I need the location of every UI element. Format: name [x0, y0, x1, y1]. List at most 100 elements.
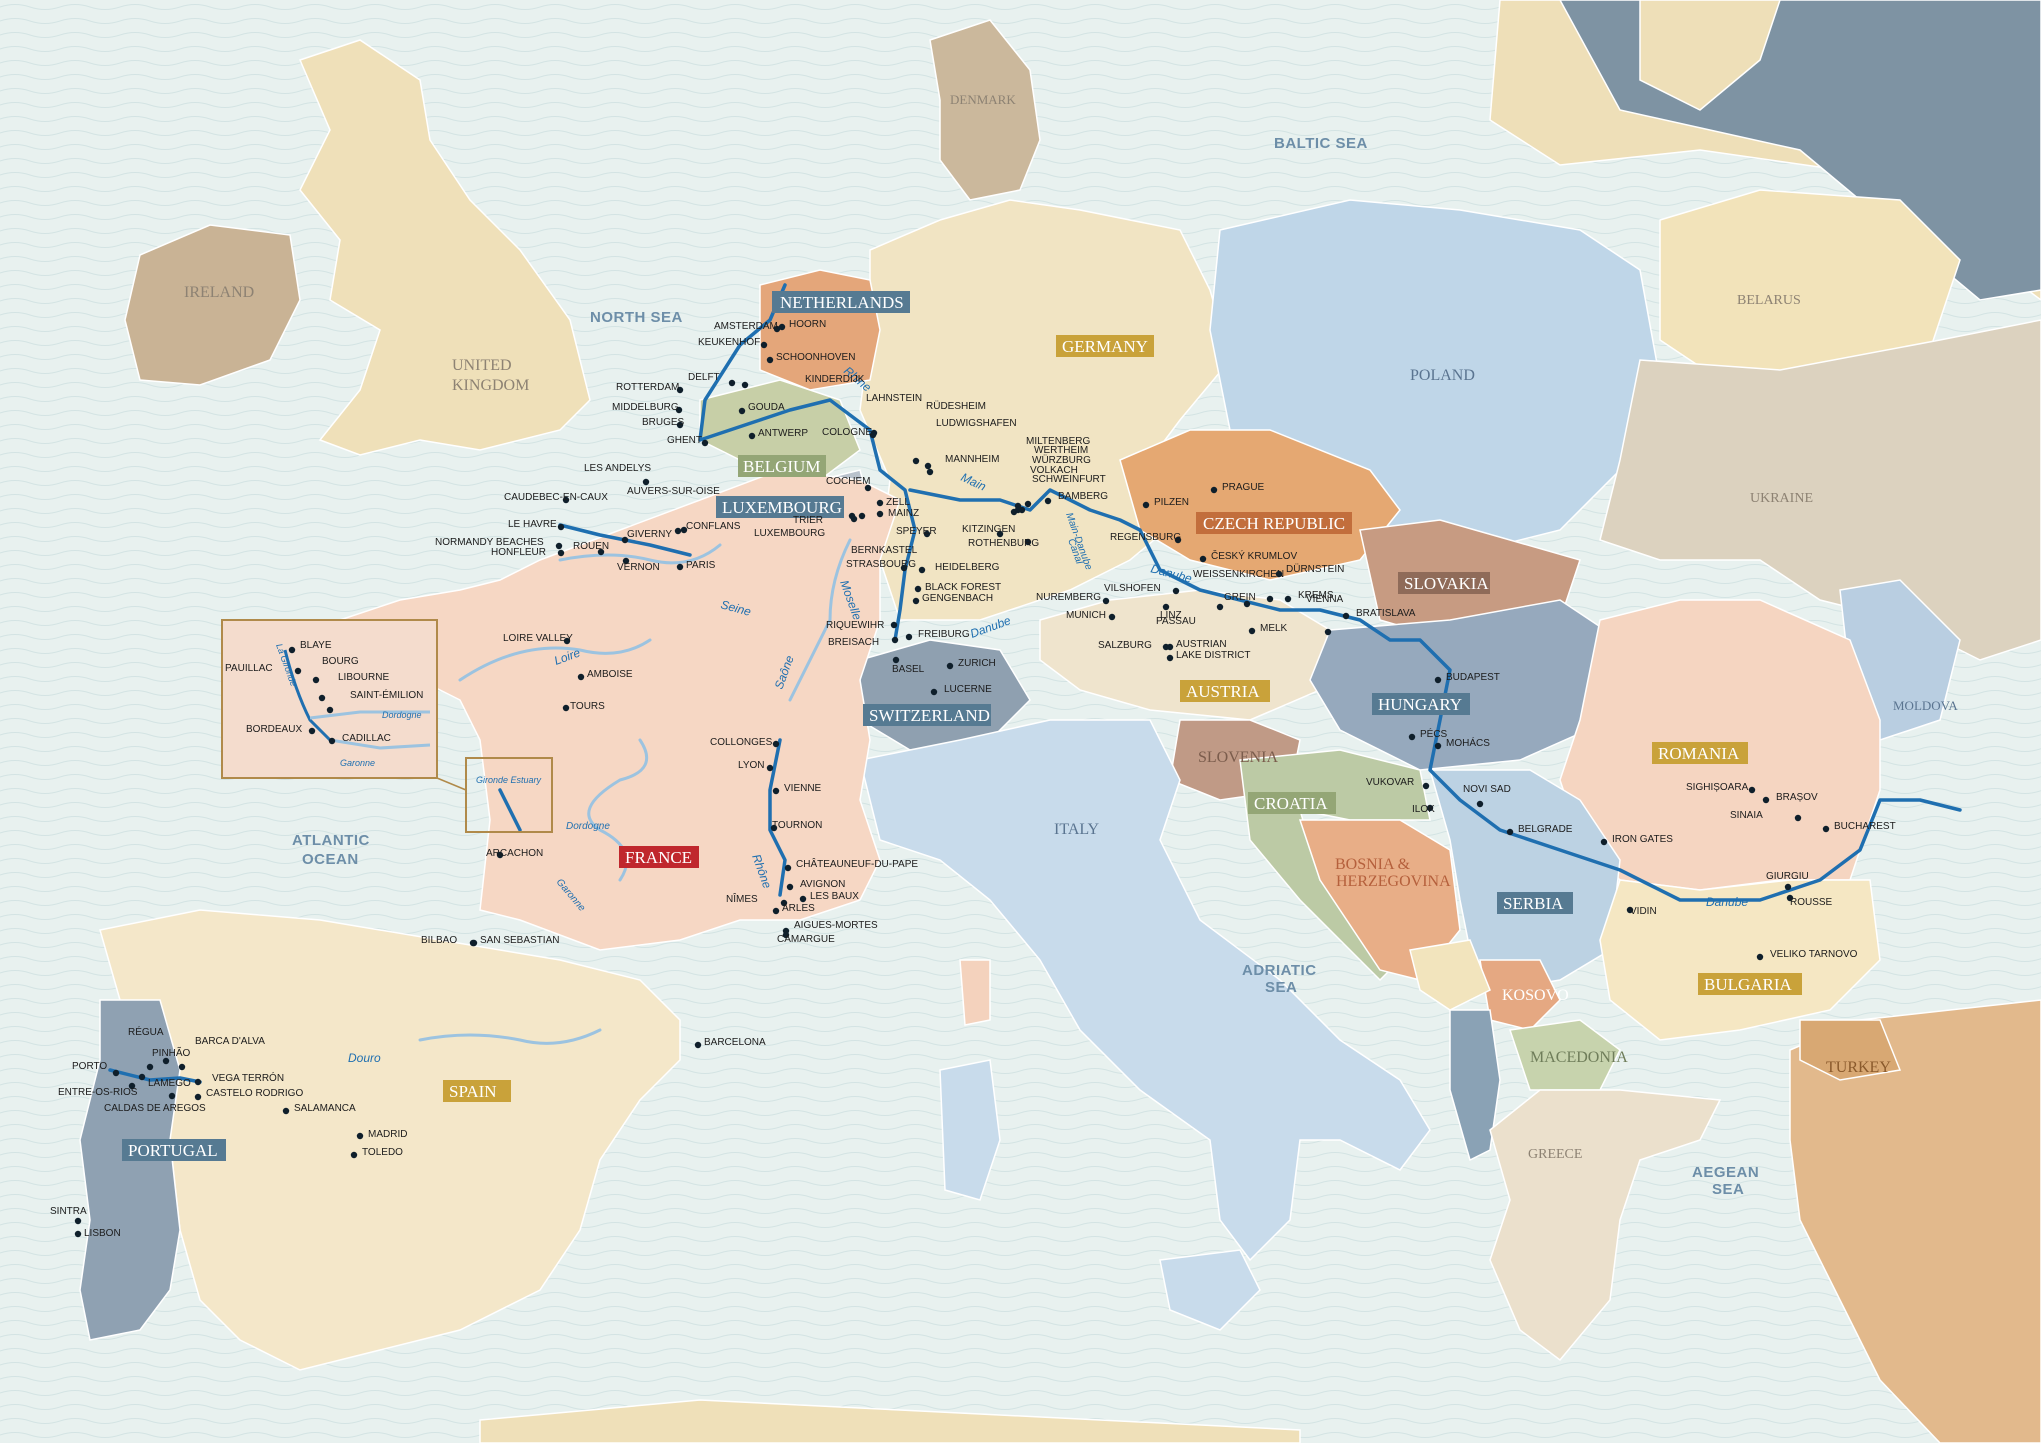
city-dot — [900, 564, 908, 572]
city-label: CAMARGUE — [777, 934, 835, 945]
city-dot — [799, 895, 807, 903]
city-dot — [876, 499, 884, 507]
city-label: RÜDESHEIM — [926, 400, 986, 412]
country-croatia: CROATIA — [1254, 794, 1328, 813]
city-dot — [694, 1041, 702, 1049]
city-dot — [1248, 627, 1256, 635]
city-dot — [1166, 643, 1174, 651]
city-label: ILOK — [1412, 804, 1435, 815]
city-label: MOHÁCS — [1446, 736, 1490, 749]
city-dot — [469, 939, 477, 947]
river-dordogne: Dordogne — [566, 821, 610, 832]
plain-country-labels: IRELAND UNITED KINGDOM DENMARK POLAND BE… — [184, 92, 1958, 1162]
region-serbia — [1429, 769, 1621, 991]
city-label: ANTWERP — [758, 428, 808, 439]
city-dot — [1216, 603, 1224, 611]
city-label: LIBOURNE — [338, 672, 389, 683]
city-dot — [74, 1217, 82, 1225]
city-label: MIDDELBURG — [612, 402, 679, 413]
city-dot — [194, 1093, 202, 1101]
city-label: HONFLEUR — [491, 547, 546, 558]
region-albania — [1449, 1009, 1501, 1162]
city-label: BRUGES — [642, 417, 685, 428]
city-dot — [1426, 804, 1434, 812]
city-label: COCHEM — [826, 476, 870, 487]
city-dot — [782, 931, 790, 939]
country-uk-2: KINGDOM — [452, 377, 529, 394]
city-dot — [778, 323, 786, 331]
city-label: SPEYER — [896, 526, 937, 537]
city-dot — [1142, 501, 1150, 509]
city-dot — [772, 740, 780, 748]
city-label: ARCACHON — [486, 848, 543, 859]
city-dot — [162, 1057, 170, 1065]
city-label: WÜRZBURG — [1032, 454, 1091, 466]
country-greece: GREECE — [1528, 1147, 1582, 1162]
river-gironde-estuary: Gironde Estuary — [476, 775, 542, 785]
city-dot — [772, 787, 780, 795]
city-dot — [1342, 612, 1350, 620]
city-dot — [1434, 676, 1442, 684]
city-dot — [562, 496, 570, 504]
city-label: LAMEGO — [148, 1078, 191, 1089]
city-label: LUXEMBOURG — [754, 528, 825, 539]
country-macedonia: MACEDONIA — [1530, 1049, 1628, 1066]
city-dot — [1102, 597, 1110, 605]
city-dot — [784, 864, 792, 872]
city-label: SINTRA — [50, 1206, 87, 1217]
sea-aegean-2: SEA — [1712, 1181, 1744, 1198]
city-label: PILZEN — [1154, 497, 1189, 508]
region-portugal — [79, 999, 181, 1341]
country-slovenia: SLOVENIA — [1198, 749, 1278, 766]
river-douro: Douro — [348, 1051, 381, 1065]
city-label: GIVERNY — [627, 529, 672, 540]
city-label: ROTHENBURG — [968, 538, 1039, 549]
city-dot — [1794, 814, 1802, 822]
city-dot — [308, 727, 316, 735]
city-label: WEISSENKIRCHEN — [1193, 569, 1284, 580]
city-label: BRAȘOV — [1776, 792, 1818, 803]
country-romania: ROMANIA — [1658, 744, 1740, 763]
city-dot — [1199, 555, 1207, 563]
region-denmark — [929, 19, 1041, 201]
city-label: AMSTERDAM — [714, 321, 778, 332]
city-label: AUSTRIAN — [1176, 639, 1227, 650]
city-label: VELIKO TARNOVO — [1770, 949, 1858, 960]
city-label: SAINT-ÉMILION — [350, 688, 423, 701]
city-dot — [701, 439, 709, 447]
city-label: AUVERS-SUR-OISE — [627, 486, 720, 497]
city-label: HOORN — [789, 319, 826, 330]
city-dot — [622, 557, 630, 565]
city-label: DÜRNSTEIN — [1286, 563, 1344, 575]
city-label: LINZ — [1160, 610, 1182, 621]
city-label: LAHNSTEIN — [866, 393, 922, 404]
city-label: VEGA TERRÓN — [212, 1071, 284, 1084]
city-label: COLLONGES — [710, 737, 773, 748]
city-label: NÎMES — [726, 892, 758, 905]
country-uk-1: UNITED — [452, 357, 512, 374]
city-dot — [557, 523, 565, 531]
city-dot — [891, 636, 899, 644]
sea-north: NORTH SEA — [590, 309, 683, 326]
city-dot — [946, 662, 954, 670]
region-bulgaria — [1599, 879, 1881, 1041]
city-dot — [1210, 486, 1218, 494]
city-dot — [996, 530, 1004, 538]
rivers-light — [418, 538, 852, 1045]
city-label: NORMANDY BEACHES — [435, 537, 544, 548]
boxed-country-labels: NETHERLANDS GERMANY BELGIUM LUXEMBOURG C… — [122, 291, 1802, 1161]
city-dot — [748, 432, 756, 440]
country-ukraine: UKRAINE — [1750, 491, 1813, 506]
city-label: MAINZ — [888, 508, 919, 519]
city-label: TRIER — [793, 515, 823, 526]
city-label: MANNHEIM — [945, 454, 999, 465]
city-dot — [112, 1069, 120, 1077]
country-poland: POLAND — [1410, 367, 1475, 384]
route-douro — [108, 1068, 202, 1084]
city-dot — [1784, 883, 1792, 891]
city-label: PÉCS — [1420, 727, 1448, 740]
country-hungary: HUNGARY — [1378, 695, 1462, 714]
city-dot — [890, 621, 898, 629]
country-france: FRANCE — [625, 848, 692, 867]
